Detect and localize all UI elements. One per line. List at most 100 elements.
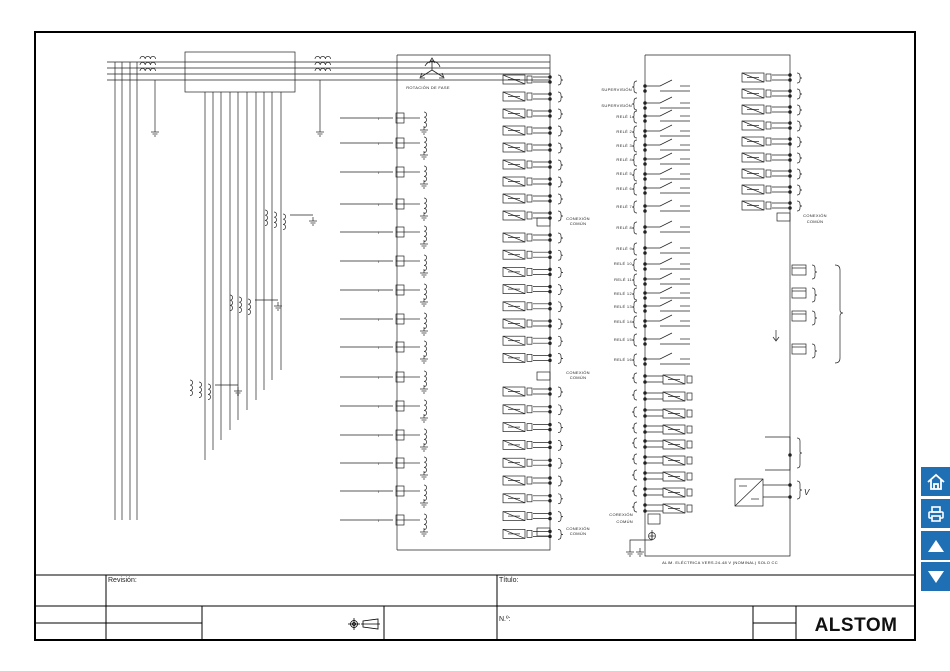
- digital-input-block: [662, 455, 686, 466]
- common-connection-label: CONEXIÓN: [803, 213, 827, 218]
- print-button[interactable]: [921, 499, 950, 528]
- terminal-screw: [765, 121, 772, 130]
- brace: [631, 242, 638, 256]
- relay-contact: [645, 138, 673, 146]
- terminal-screw: [765, 105, 772, 114]
- digital-output-block: [502, 318, 526, 329]
- relay-label: RELÉ 13: [614, 304, 633, 309]
- relay-contact: [645, 152, 673, 160]
- input-transformer: [423, 111, 427, 128]
- terminal-dot: [548, 440, 552, 445]
- terminal-dot: [548, 143, 552, 147]
- terminal-dot: [548, 92, 552, 96]
- digital-output-block: [741, 104, 765, 115]
- brace: [796, 152, 803, 164]
- terminal-dot: [788, 110, 792, 114]
- digital-output-block: [502, 335, 526, 346]
- supervision-label: SUPERVISIÓN: [601, 103, 632, 108]
- home-button[interactable]: [921, 467, 950, 496]
- terminal-dot: [788, 185, 792, 189]
- terminal-screw: [526, 126, 533, 135]
- terminal-dot: [548, 233, 552, 237]
- brace: [557, 386, 564, 398]
- digital-output-block: [502, 176, 526, 187]
- digital-output-block: [502, 142, 526, 153]
- brace: [631, 200, 638, 214]
- terminal-dot: [548, 109, 552, 113]
- digital-output-block: [502, 108, 526, 119]
- terminal-screw: [686, 392, 693, 401]
- core-balance-ct: [247, 298, 251, 315]
- terminal-dot: [548, 165, 552, 169]
- i-symbol: I: [378, 202, 379, 207]
- brace: [557, 232, 564, 244]
- phase-rotation-label: ROTACIÓN DE FASE: [406, 85, 450, 90]
- i-symbol: I: [378, 461, 379, 466]
- relay-contact: [645, 79, 673, 87]
- terminal-screw: [765, 73, 772, 82]
- terminal-dot: [548, 499, 552, 503]
- terminal-dot: [643, 267, 647, 271]
- terminal-dot: [643, 282, 647, 286]
- relay-label: RELÉ 1: [616, 114, 632, 119]
- i-symbol: I: [378, 288, 379, 293]
- terminal-screw: [526, 494, 533, 503]
- terminal-screw: [526, 405, 533, 414]
- relay-label: RELÉ 6: [616, 186, 632, 191]
- brace: [631, 258, 638, 272]
- common-connection-terminal: [536, 217, 551, 227]
- brace: [631, 221, 638, 235]
- digital-output-block: [741, 152, 765, 163]
- relay-contact: [645, 286, 673, 294]
- digital-output-block: [502, 475, 526, 486]
- terminal-dot: [788, 89, 792, 93]
- brace: [631, 287, 638, 301]
- terminal-screw: [765, 201, 772, 210]
- wire: [765, 436, 791, 471]
- relay-contact: [645, 167, 673, 175]
- terminal-dot: [643, 296, 647, 300]
- terminal-dot: [788, 158, 792, 162]
- core-balance-ct: [189, 379, 193, 396]
- relay-contact: [645, 241, 673, 249]
- page-down-button[interactable]: [921, 562, 950, 591]
- digital-output-block: [502, 210, 526, 221]
- arrow-up-icon: [927, 539, 944, 552]
- common-terminal: [647, 513, 661, 525]
- brace: [557, 529, 564, 540]
- digital-output-block: [502, 404, 526, 415]
- relay-label: RELÉ 3: [616, 143, 632, 148]
- terminal-dot: [548, 516, 552, 521]
- input-transformer: [423, 428, 427, 445]
- brace: [631, 372, 638, 384]
- brace: [557, 193, 564, 205]
- i-symbol: I: [378, 230, 379, 235]
- terminal-dot: [643, 324, 647, 328]
- input-transformer: [423, 283, 427, 300]
- terminal-dot: [788, 174, 792, 178]
- earth-terminal-icon: [648, 532, 656, 540]
- terminal-dot: [788, 105, 792, 109]
- drawing-frame: [34, 31, 916, 641]
- relay-label: RELÉ 4: [616, 157, 632, 162]
- relay-label: RELÉ 16: [614, 357, 633, 362]
- brace: [557, 74, 564, 86]
- relay-label: RELÉ 12: [614, 291, 633, 296]
- i-symbol: I: [378, 489, 379, 494]
- common-connection-label: COMÚN: [570, 531, 587, 536]
- terminal-dot: [788, 137, 792, 141]
- common-connection-terminal: [776, 212, 791, 222]
- digital-output-block: [741, 168, 765, 179]
- terminal-dot: [548, 476, 552, 480]
- digital-output-block: [741, 88, 765, 99]
- digital-output-block: [502, 493, 526, 504]
- terminal-dot: [548, 445, 552, 450]
- page-up-button[interactable]: [921, 531, 950, 560]
- terminal-dot: [548, 114, 552, 118]
- common-connection-label: COMÚN: [570, 221, 587, 226]
- terminal-dot: [548, 250, 552, 254]
- digital-output-block: [502, 91, 526, 102]
- input-transformer: [423, 197, 427, 214]
- terminal-dot: [548, 458, 552, 462]
- terminal-dot: [548, 267, 552, 272]
